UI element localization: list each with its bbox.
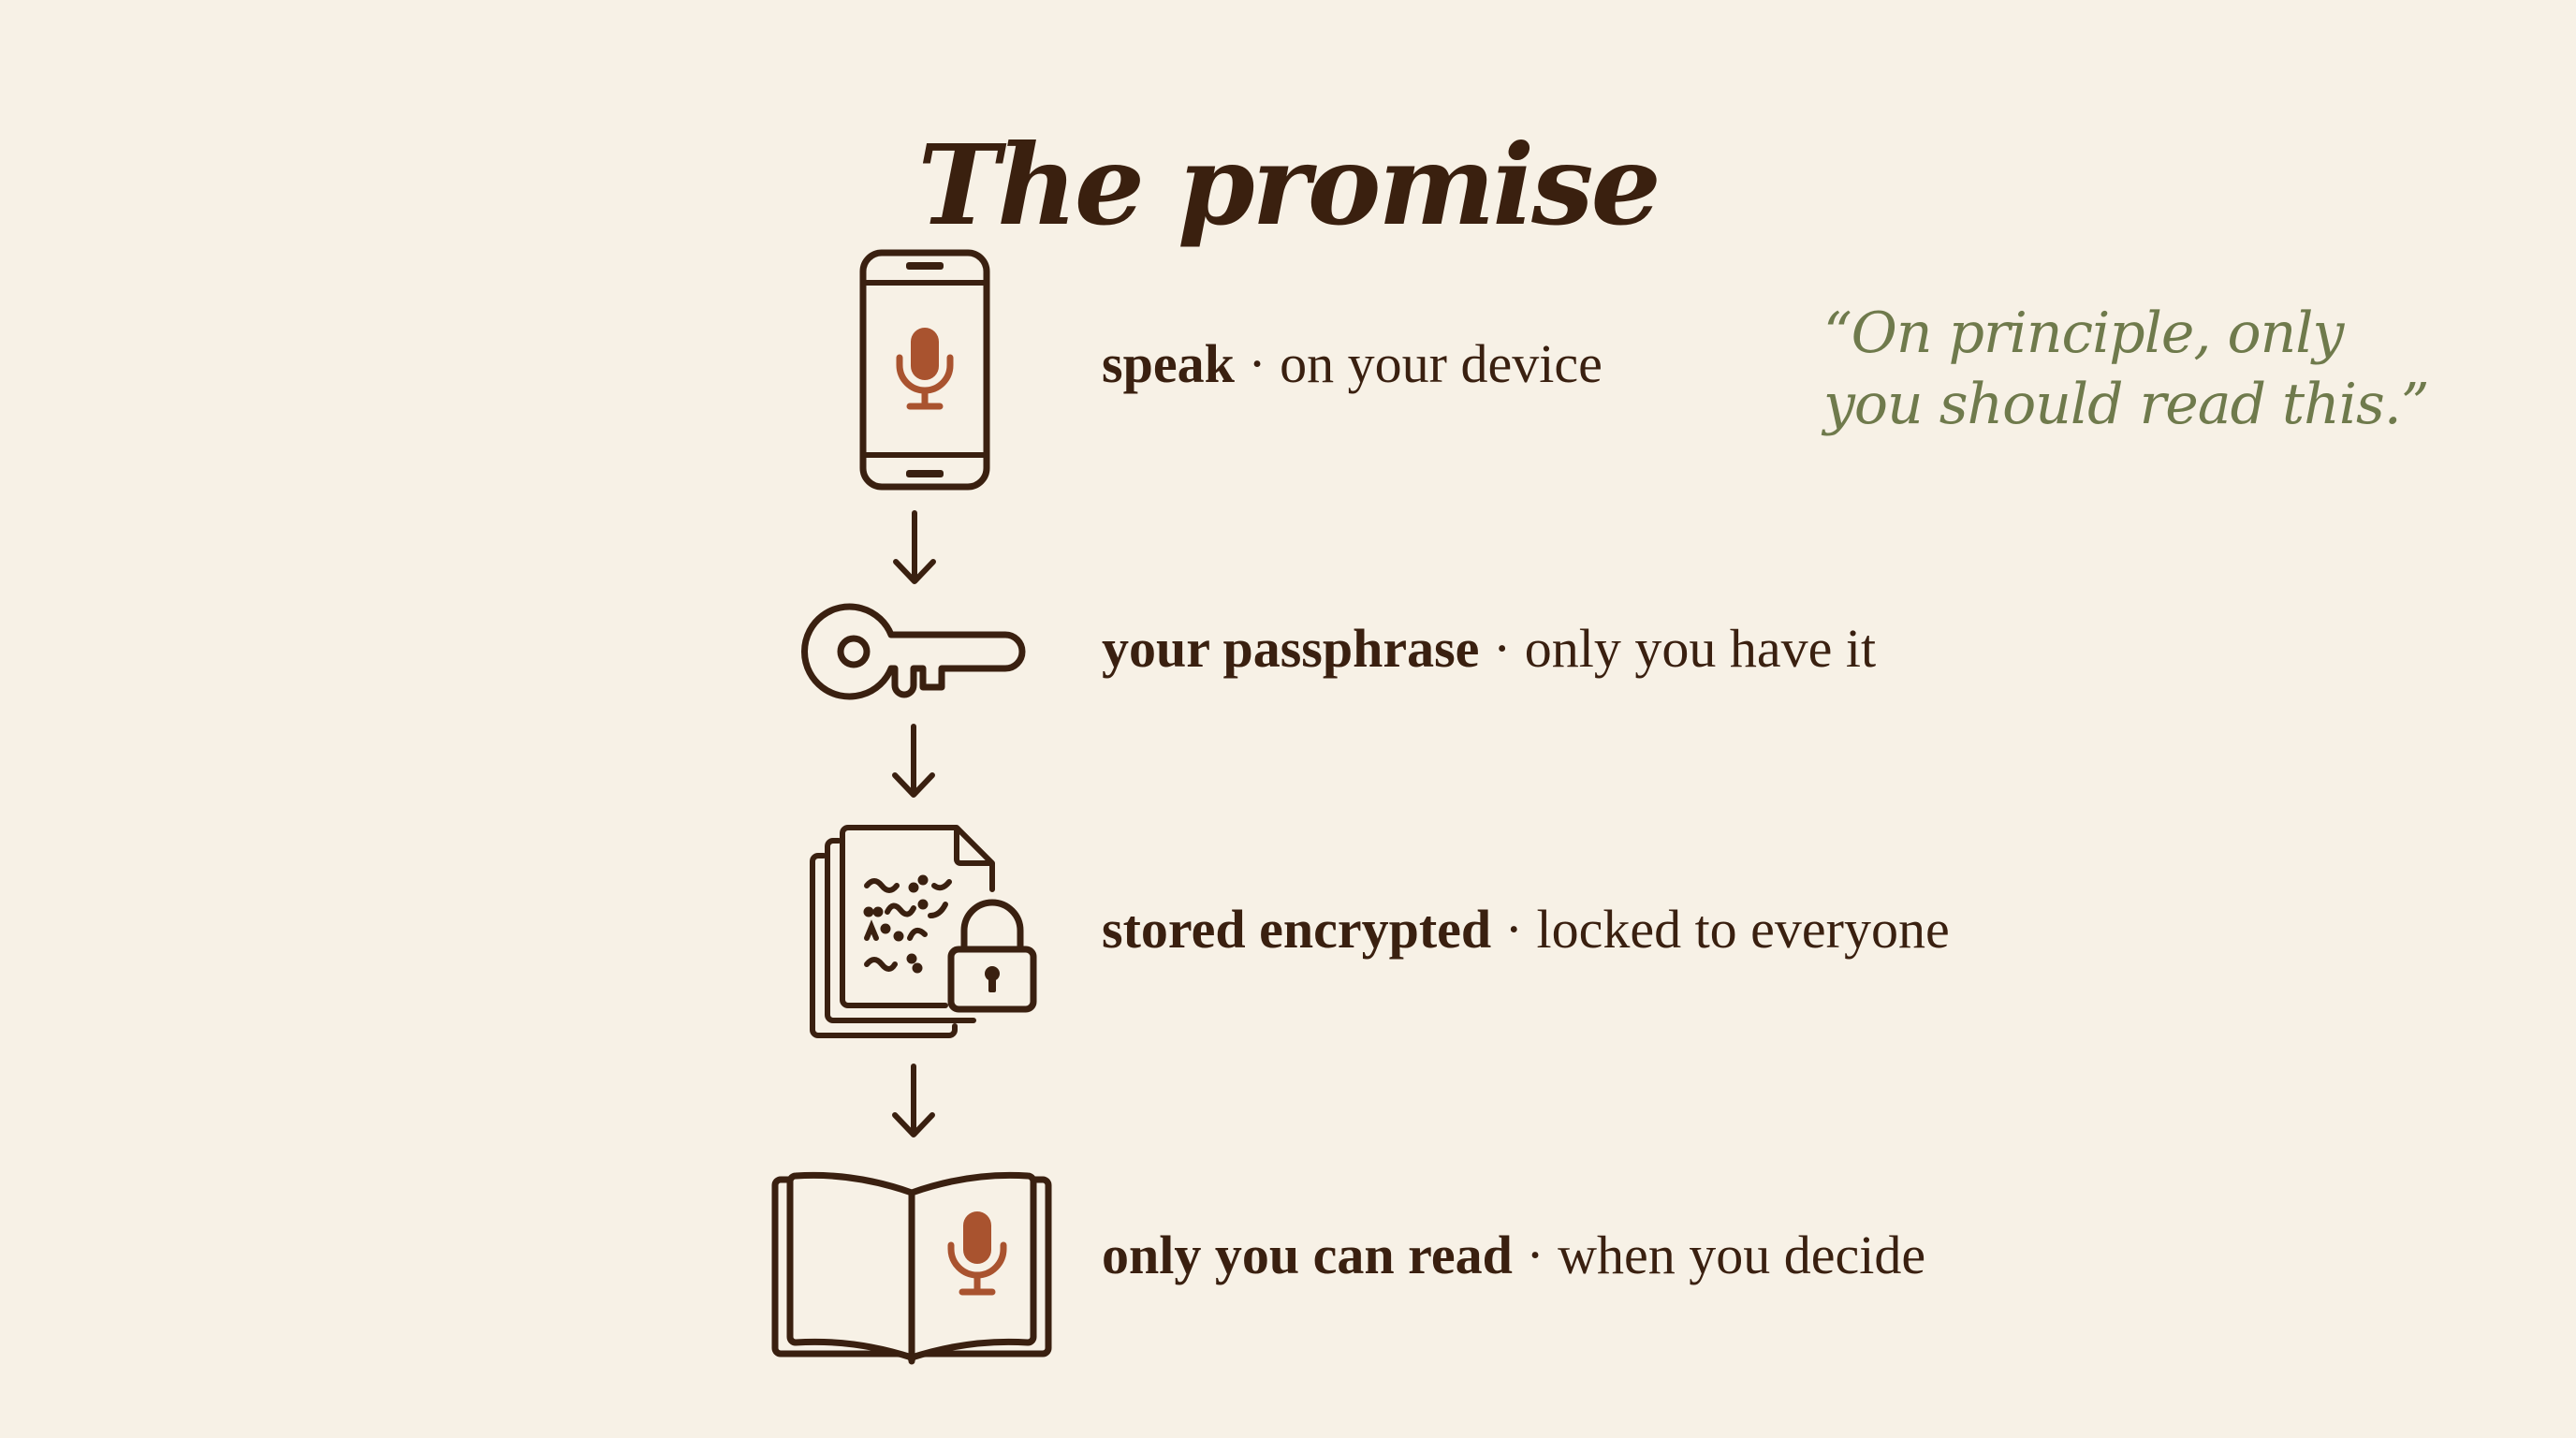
key-icon	[801, 601, 1026, 700]
page-title: The promise	[917, 120, 1661, 251]
lock-icon	[947, 899, 1037, 1013]
step-title: only you can read	[1102, 1225, 1513, 1285]
step-title: your passphrase	[1102, 618, 1480, 679]
mic-icon	[947, 1211, 1007, 1296]
separator: ·	[1479, 618, 1525, 679]
step-title: stored encrypted	[1102, 899, 1492, 960]
step-passphrase: your passphrase · only you have it	[1102, 616, 1876, 682]
separator: ·	[1491, 899, 1537, 960]
quote-line-2: you should read this.”	[1823, 372, 2430, 437]
step-detail: only you have it	[1524, 618, 1877, 679]
mic-icon	[896, 328, 954, 410]
step-title: speak	[1102, 333, 1235, 394]
step-detail: locked to everyone	[1536, 899, 1950, 960]
separator: ·	[1512, 1225, 1559, 1285]
quote-line-1: “On principle, only	[1823, 301, 2344, 366]
step-detail: on your device	[1280, 333, 1603, 394]
open-book-mic-icon	[769, 1159, 1054, 1365]
step-only-you-can-read: only you can read · when you decide	[1102, 1223, 1925, 1288]
phone-mic-icon	[857, 247, 992, 492]
arrow-down-icon	[886, 1063, 941, 1139]
step-stored-encrypted: stored encrypted · locked to everyone	[1102, 897, 1950, 962]
separator: ·	[1234, 333, 1281, 394]
step-speak: speak · on your device	[1102, 331, 1603, 397]
encrypted-document-lock-icon	[805, 818, 1039, 1043]
arrow-down-icon	[886, 723, 941, 800]
step-detail: when you decide	[1558, 1225, 1926, 1285]
pull-quote: “On principle, only you should read this…	[1823, 298, 2430, 440]
arrow-down-icon	[887, 509, 942, 586]
